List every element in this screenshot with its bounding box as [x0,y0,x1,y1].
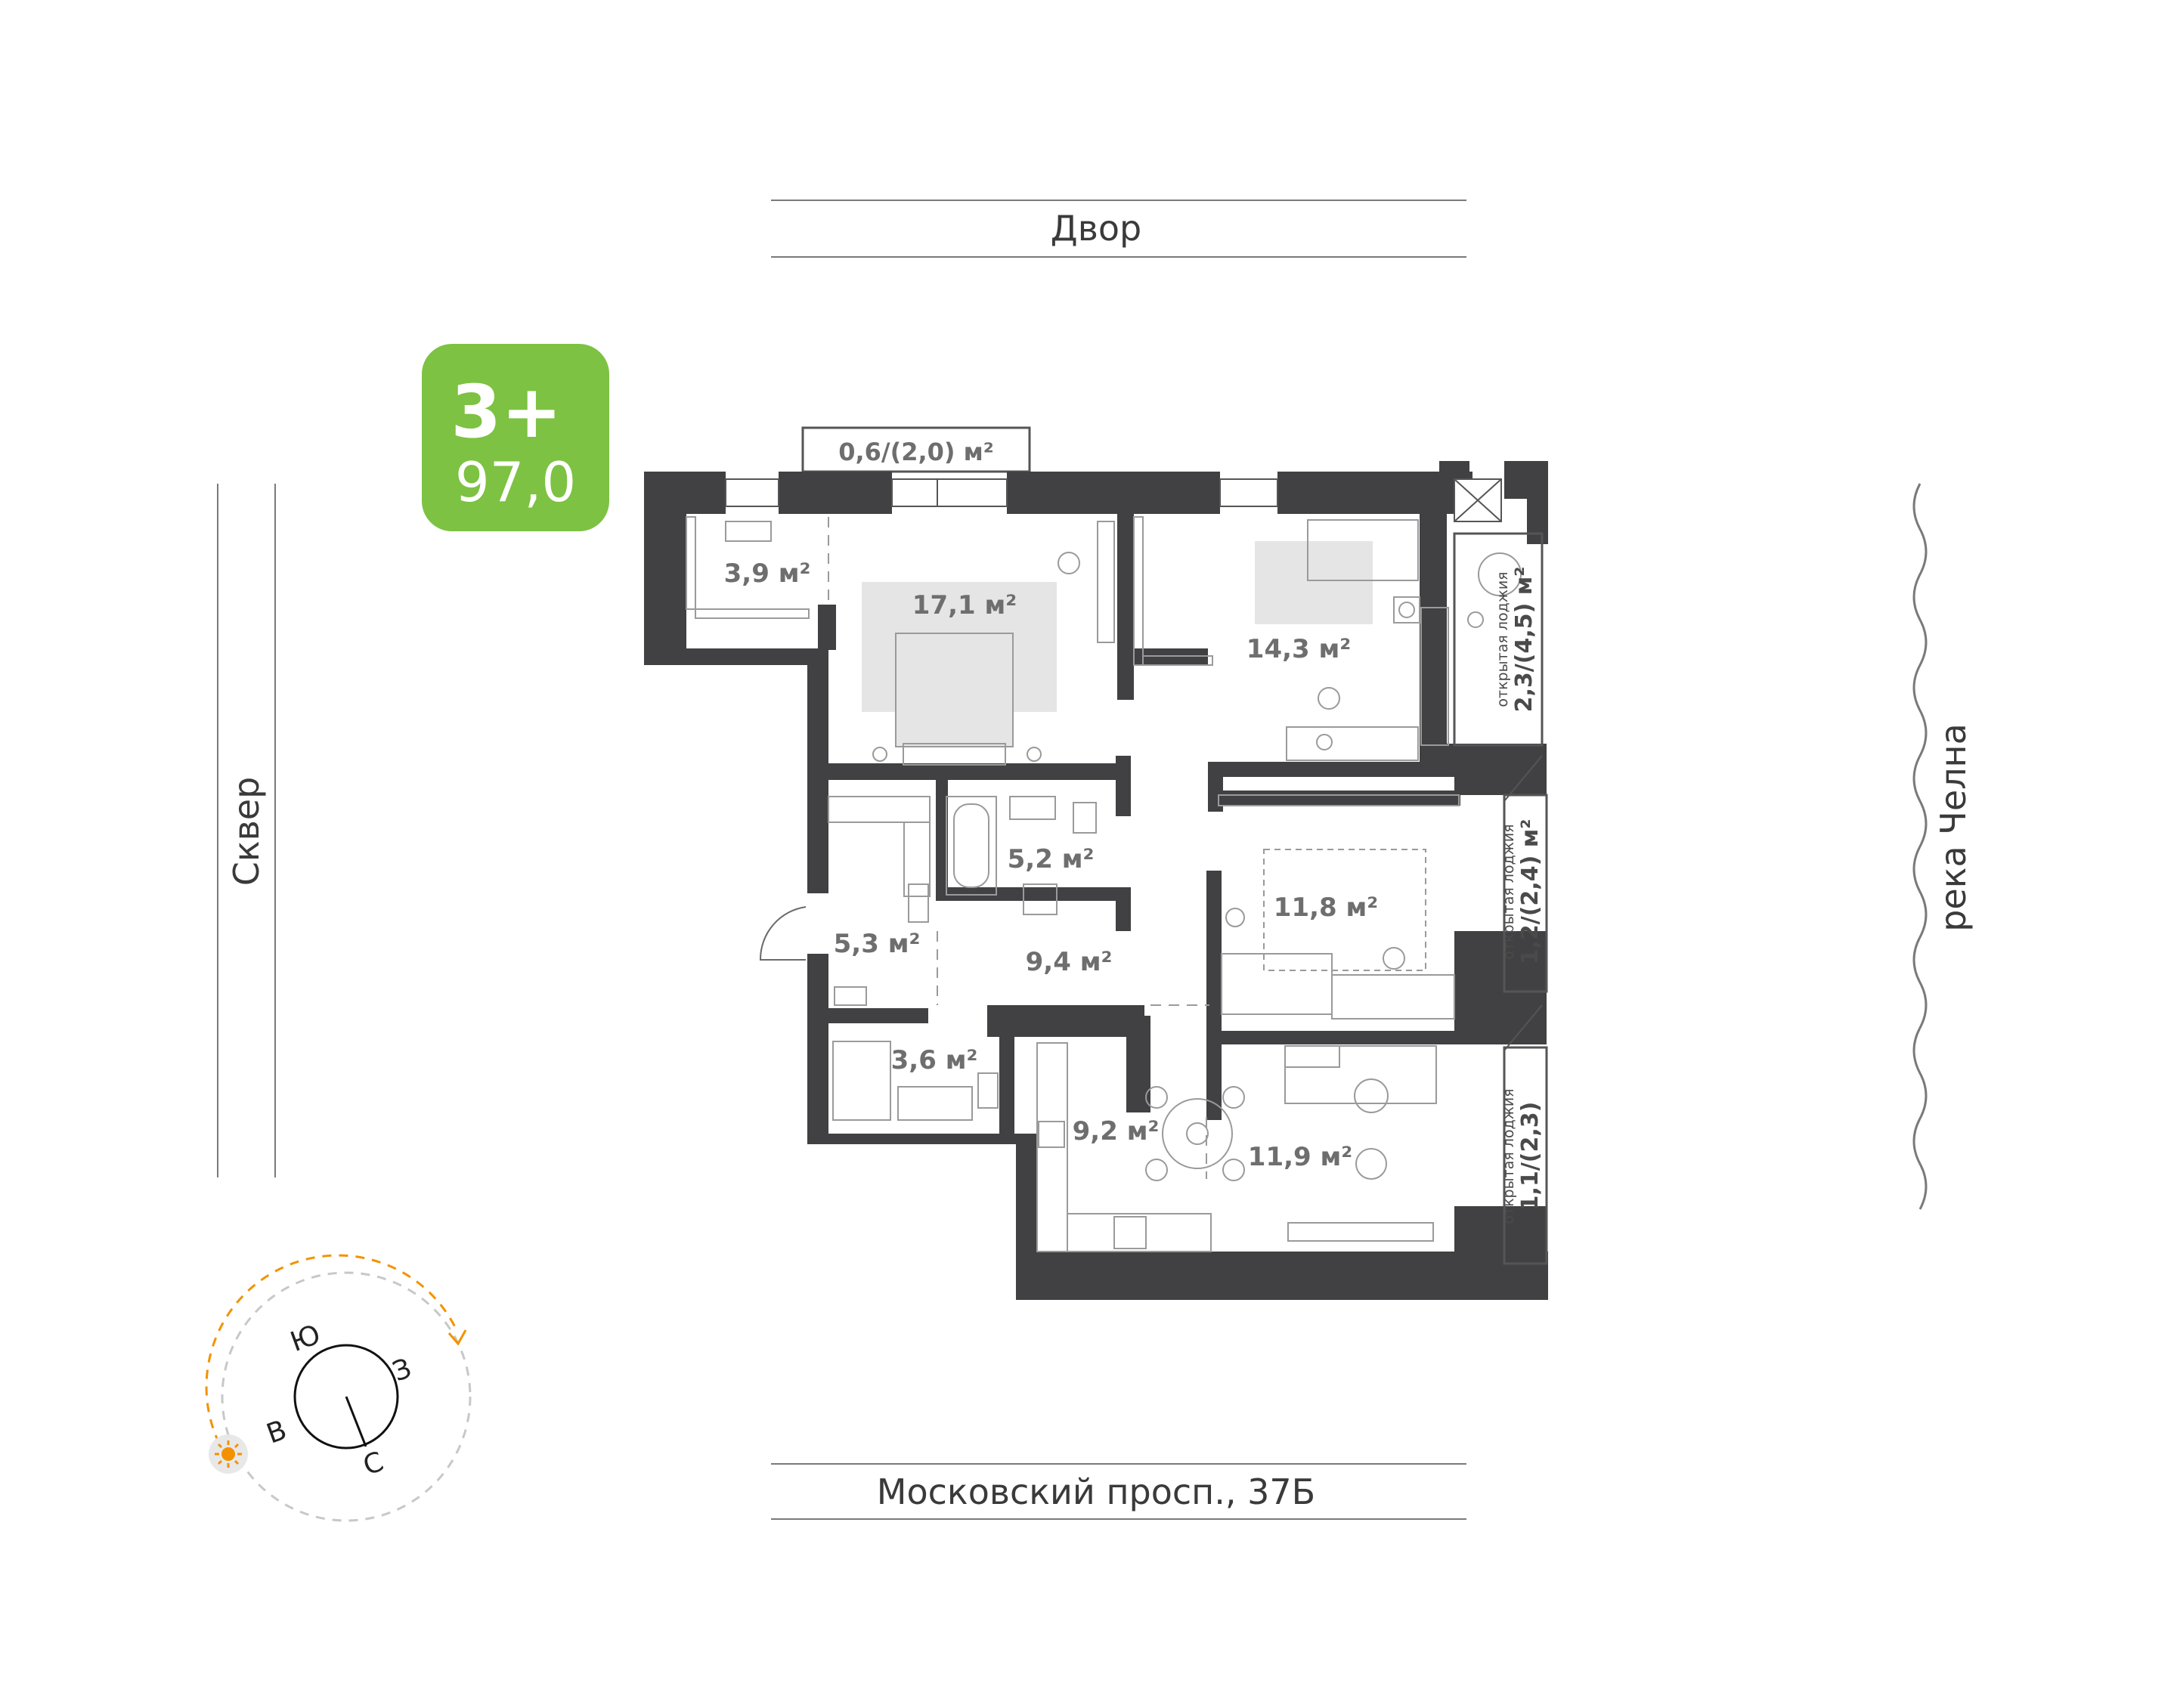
loggia-2-caption: открытая лоджия [1500,824,1517,959]
room-hall-area: 9,4 м² [1026,947,1113,977]
room-bedroom-master-area: 17,1 м² [912,590,1017,620]
loggia-3-caption: открытая лоджия [1500,1088,1517,1224]
river-right-label: река Челна [1933,723,1974,932]
balcony-top: 0,6/(2,0) м² [801,426,1031,473]
room-wc-area: 3,6 м² [891,1045,978,1075]
street-top-label: Двор [1051,208,1141,249]
room-bedroom-right-area: 14,3 м² [1246,634,1351,664]
badge-area: 97,0 [455,450,576,514]
walls [644,461,1548,1300]
loggia-1-area: 2,3/(4,5) м² [1511,567,1538,713]
loggia-outlines [1453,532,1548,1265]
street-left: Сквер [217,484,276,1177]
loggia-2-area: 1,2/(2,4) м² [1517,819,1544,965]
room-bedroom-middle-area: 11,8 м² [1274,893,1378,923]
street-bottom: Московский просп., 37Б [771,1463,1466,1520]
room-labels: 3,9 м² 17,1 м² 14,3 м² 5,2 м² 5,3 м² 9,4… [724,559,1379,1172]
apartment-badge: 3+ 97,0 [422,344,609,531]
street-bottom-label: Московский просп., 37Б [877,1471,1315,1512]
room-wardrobe-top-area: 3,9 м² [724,559,811,589]
compass: Ю З В С [205,1254,472,1522]
river-right: река Челна [1912,483,1974,1210]
badge-rooms: 3+ [451,370,562,454]
compass-east: В [262,1415,290,1450]
loggia-labels: открытая лоджия 2,3/(4,5) м² открытая ло… [1494,567,1544,1224]
loggia-1-caption: открытая лоджия [1494,571,1511,707]
balcony-area: 0,6/(2,0) м² [838,438,994,466]
room-living-area: 11,9 м² [1248,1142,1352,1172]
furniture [686,516,1522,1252]
windows [725,478,1502,522]
compass-west: З [389,1353,416,1388]
room-kitchen-area: 9,2 м² [1073,1116,1160,1146]
room-bathroom-area: 5,2 м² [1008,844,1095,874]
street-top: Двор [771,200,1466,258]
street-left-label: Сквер [226,777,267,886]
compass-north: С [359,1447,388,1482]
room-entrance-area: 5,3 м² [834,929,921,959]
loggia-3-area: 1,1/(2,3) [1517,1102,1544,1211]
sun-icon [209,1434,248,1474]
